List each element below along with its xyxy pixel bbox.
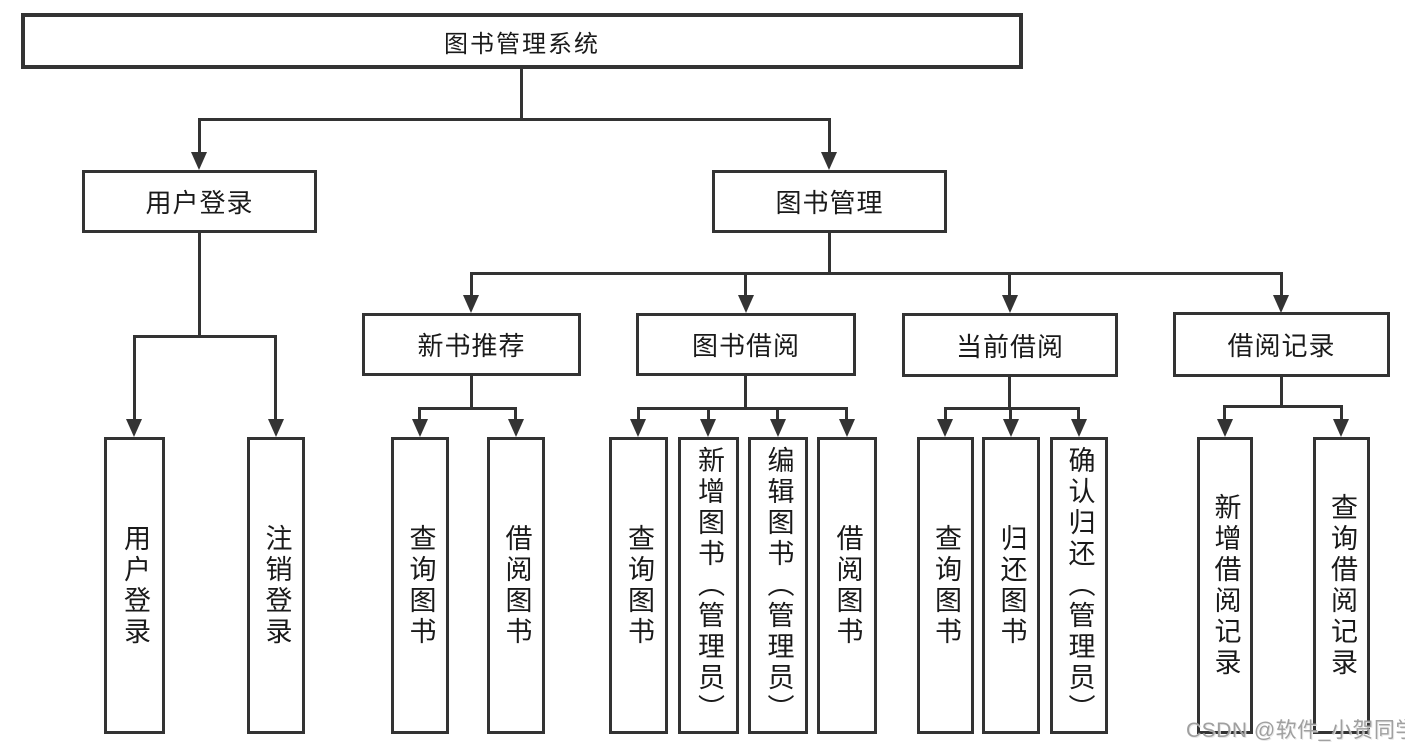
connector-line (944, 407, 1080, 410)
connector-line (637, 407, 848, 410)
connector-line (1223, 405, 1226, 421)
connector-line (1340, 405, 1343, 421)
node-new-book-recommendation: 新书推荐 (362, 313, 581, 376)
node-current-borrowing: 当前借阅 (902, 313, 1118, 377)
leaf-user-login: 用户登录 (104, 437, 165, 734)
arrowhead-icon (1071, 419, 1087, 437)
node-label: 图书借阅 (691, 331, 800, 361)
connector-line (744, 272, 747, 297)
arrowhead-icon (126, 419, 142, 437)
leaf-add-book-admin: 新增图书（管理员） (678, 437, 739, 734)
arrowhead-icon (821, 152, 837, 170)
connector-line (418, 407, 421, 421)
leaf-label: 查询图书 (624, 523, 654, 648)
arrowhead-icon (412, 419, 428, 437)
node-borrowing-records: 借阅记录 (1173, 312, 1390, 377)
leaf-query-books-borrowing: 查询图书 (609, 437, 668, 734)
node-label: 当前借阅 (955, 331, 1064, 362)
arrowhead-icon (1333, 419, 1349, 437)
arrowhead-icon (630, 419, 646, 437)
node-label: 借阅记录 (1227, 331, 1336, 361)
leaf-query-books-current: 查询图书 (917, 437, 974, 734)
connector-line (1008, 272, 1011, 297)
connector-line (198, 118, 831, 121)
leaf-borrow-books-recommend: 借阅图书 (487, 437, 545, 734)
connector-line (828, 233, 831, 275)
arrowhead-icon (1003, 419, 1019, 437)
arrowhead-icon (937, 419, 953, 437)
connector-line (744, 376, 747, 410)
connector-line (418, 407, 517, 410)
arrowhead-icon (738, 295, 754, 313)
csdn-watermark: CSDN @软件_小贺同学 (1186, 719, 1405, 742)
connector-line (470, 272, 473, 297)
arrowhead-icon (268, 419, 284, 437)
arrowhead-icon (508, 419, 524, 437)
node-book-borrowing: 图书借阅 (636, 313, 856, 376)
connector-line (1077, 407, 1080, 421)
node-label: 用户登录 (145, 188, 254, 218)
node-library-management-system: 图书管理系统 (21, 13, 1023, 69)
leaf-label: 查询借阅记录 (1327, 492, 1357, 679)
leaf-label: 新增图书（管理员） (694, 446, 724, 725)
leaf-add-borrow-record: 新增借阅记录 (1197, 437, 1253, 734)
connector-line (520, 69, 523, 121)
arrowhead-icon (770, 419, 786, 437)
connector-line (944, 407, 947, 421)
leaf-query-books-recommend: 查询图书 (391, 437, 449, 734)
leaf-label: 注销登录 (261, 523, 292, 648)
connector-line (707, 407, 710, 421)
arrowhead-icon (1273, 295, 1289, 313)
leaf-label: 查询图书 (931, 523, 961, 648)
connector-line (274, 335, 277, 421)
leaf-label: 编辑图书（管理员） (763, 446, 794, 725)
leaf-label: 借阅图书 (501, 523, 532, 648)
connector-line (133, 335, 136, 421)
connector-line (828, 118, 831, 154)
leaf-query-borrow-record: 查询借阅记录 (1313, 437, 1370, 734)
arrowhead-icon (463, 295, 479, 313)
leaf-label: 查询图书 (405, 523, 436, 648)
node-label: 图书管理系统 (444, 30, 600, 58)
arrowhead-icon (839, 419, 855, 437)
connector-line (845, 407, 848, 421)
connector-line (198, 118, 201, 154)
leaf-logout: 注销登录 (247, 437, 305, 734)
leaf-label: 归还图书 (996, 523, 1027, 648)
leaf-return-book: 归还图书 (982, 437, 1040, 734)
leaf-label: 新增借阅记录 (1210, 492, 1241, 679)
arrowhead-icon (191, 152, 207, 170)
node-label: 图书管理 (775, 188, 884, 218)
connector-line (1223, 405, 1343, 408)
connector-line (470, 272, 1283, 275)
connector-line (198, 233, 201, 338)
leaf-borrow-books-borrowing: 借阅图书 (817, 437, 877, 734)
leaf-label: 用户登录 (120, 523, 150, 648)
leaf-confirm-return-admin: 确认归还（管理员） (1050, 437, 1108, 734)
node-label: 新书推荐 (417, 331, 526, 361)
connector-line (1008, 377, 1011, 410)
connector-line (133, 335, 277, 338)
node-user-login: 用户登录 (82, 170, 317, 233)
connector-line (1280, 272, 1283, 297)
leaf-label: 确认归还（管理员） (1064, 446, 1095, 725)
connector-line (776, 407, 779, 421)
arrowhead-icon (1217, 419, 1233, 437)
connector-line (1009, 407, 1012, 421)
node-book-management: 图书管理 (712, 170, 947, 233)
arrowhead-icon (1002, 295, 1018, 313)
connector-line (514, 407, 517, 421)
connector-line (1280, 377, 1283, 408)
leaf-edit-book-admin: 编辑图书（管理员） (748, 437, 808, 734)
connector-line (637, 407, 640, 421)
arrowhead-icon (700, 419, 716, 437)
connector-line (470, 376, 473, 410)
leaf-label: 借阅图书 (832, 523, 863, 648)
